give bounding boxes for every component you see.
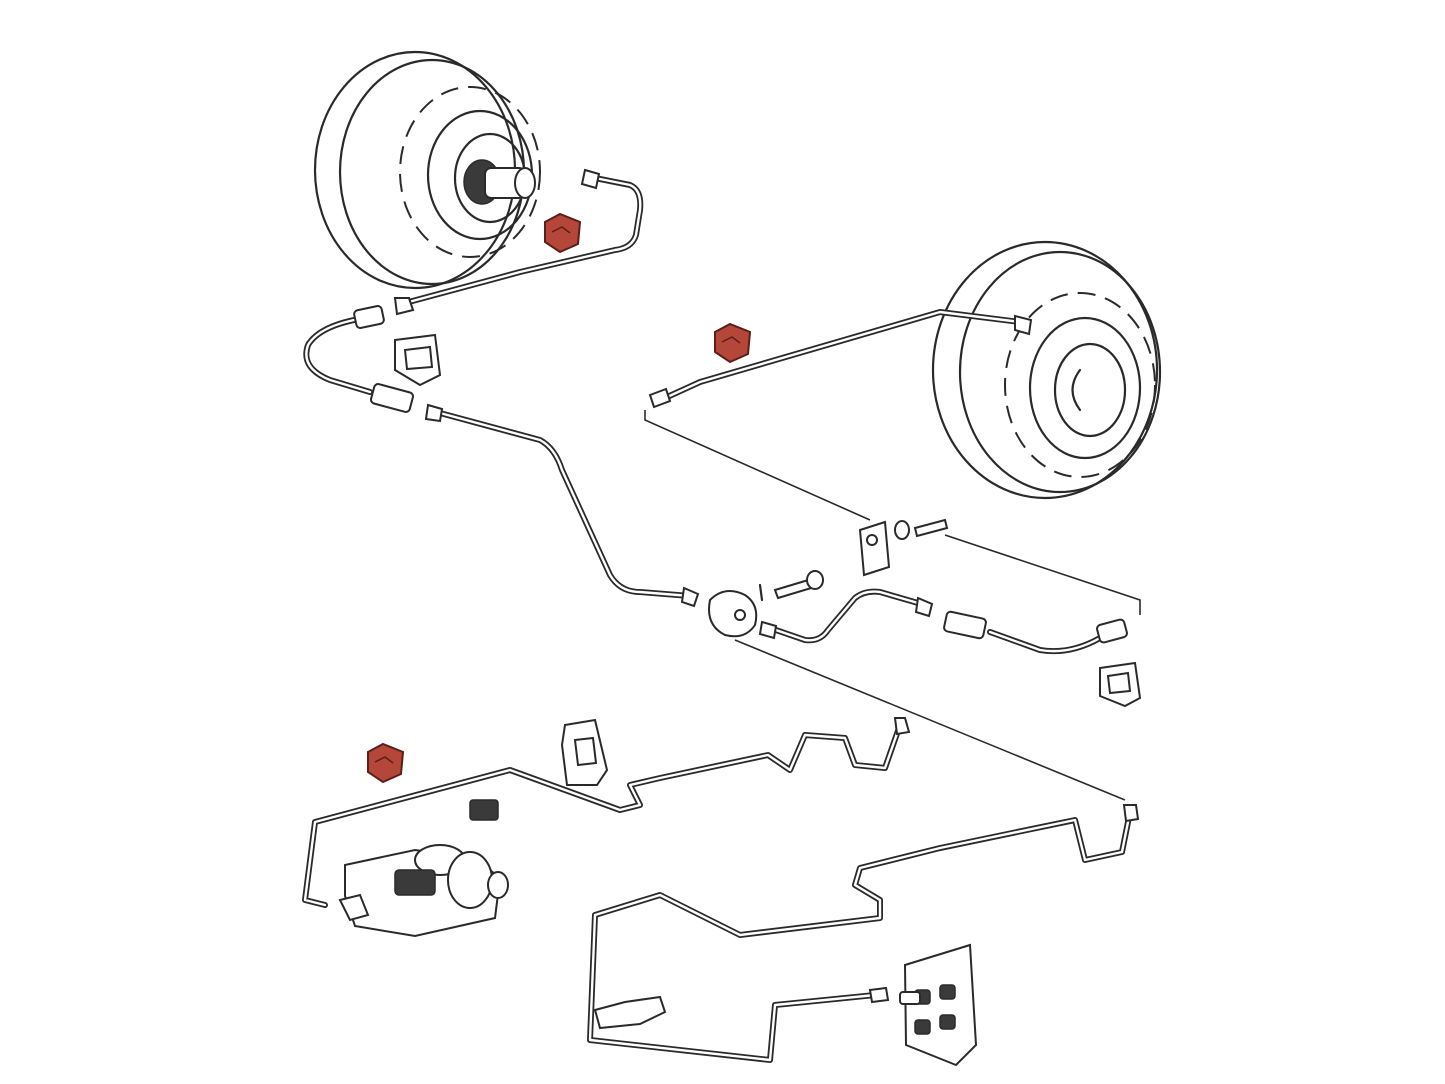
tee-junction (708, 570, 824, 638)
main-brake-line (424, 403, 700, 608)
master-cylinder-line-2 (587, 804, 1140, 1063)
rear-brake-line (758, 588, 934, 644)
front-brake-line (393, 168, 644, 316)
hub-spindle (463, 159, 536, 205)
mounting-bracket (858, 518, 949, 577)
right-wheel-line (648, 309, 1033, 409)
flex-hose-right (943, 610, 1142, 708)
highlighted-clip-2 (714, 322, 752, 364)
lower-clip (593, 995, 667, 1030)
front-wheel (313, 50, 541, 290)
highlighted-clip-3 (367, 742, 405, 784)
highlighted-clip-1 (544, 212, 582, 254)
line-bracket (469, 718, 609, 821)
distribution-block (899, 943, 978, 1067)
master-cylinder (338, 844, 509, 938)
rear-wheel (931, 240, 1162, 500)
leader-lines (644, 410, 1141, 801)
master-cylinder-line-1 (302, 717, 911, 908)
flex-hose-left (303, 305, 442, 413)
